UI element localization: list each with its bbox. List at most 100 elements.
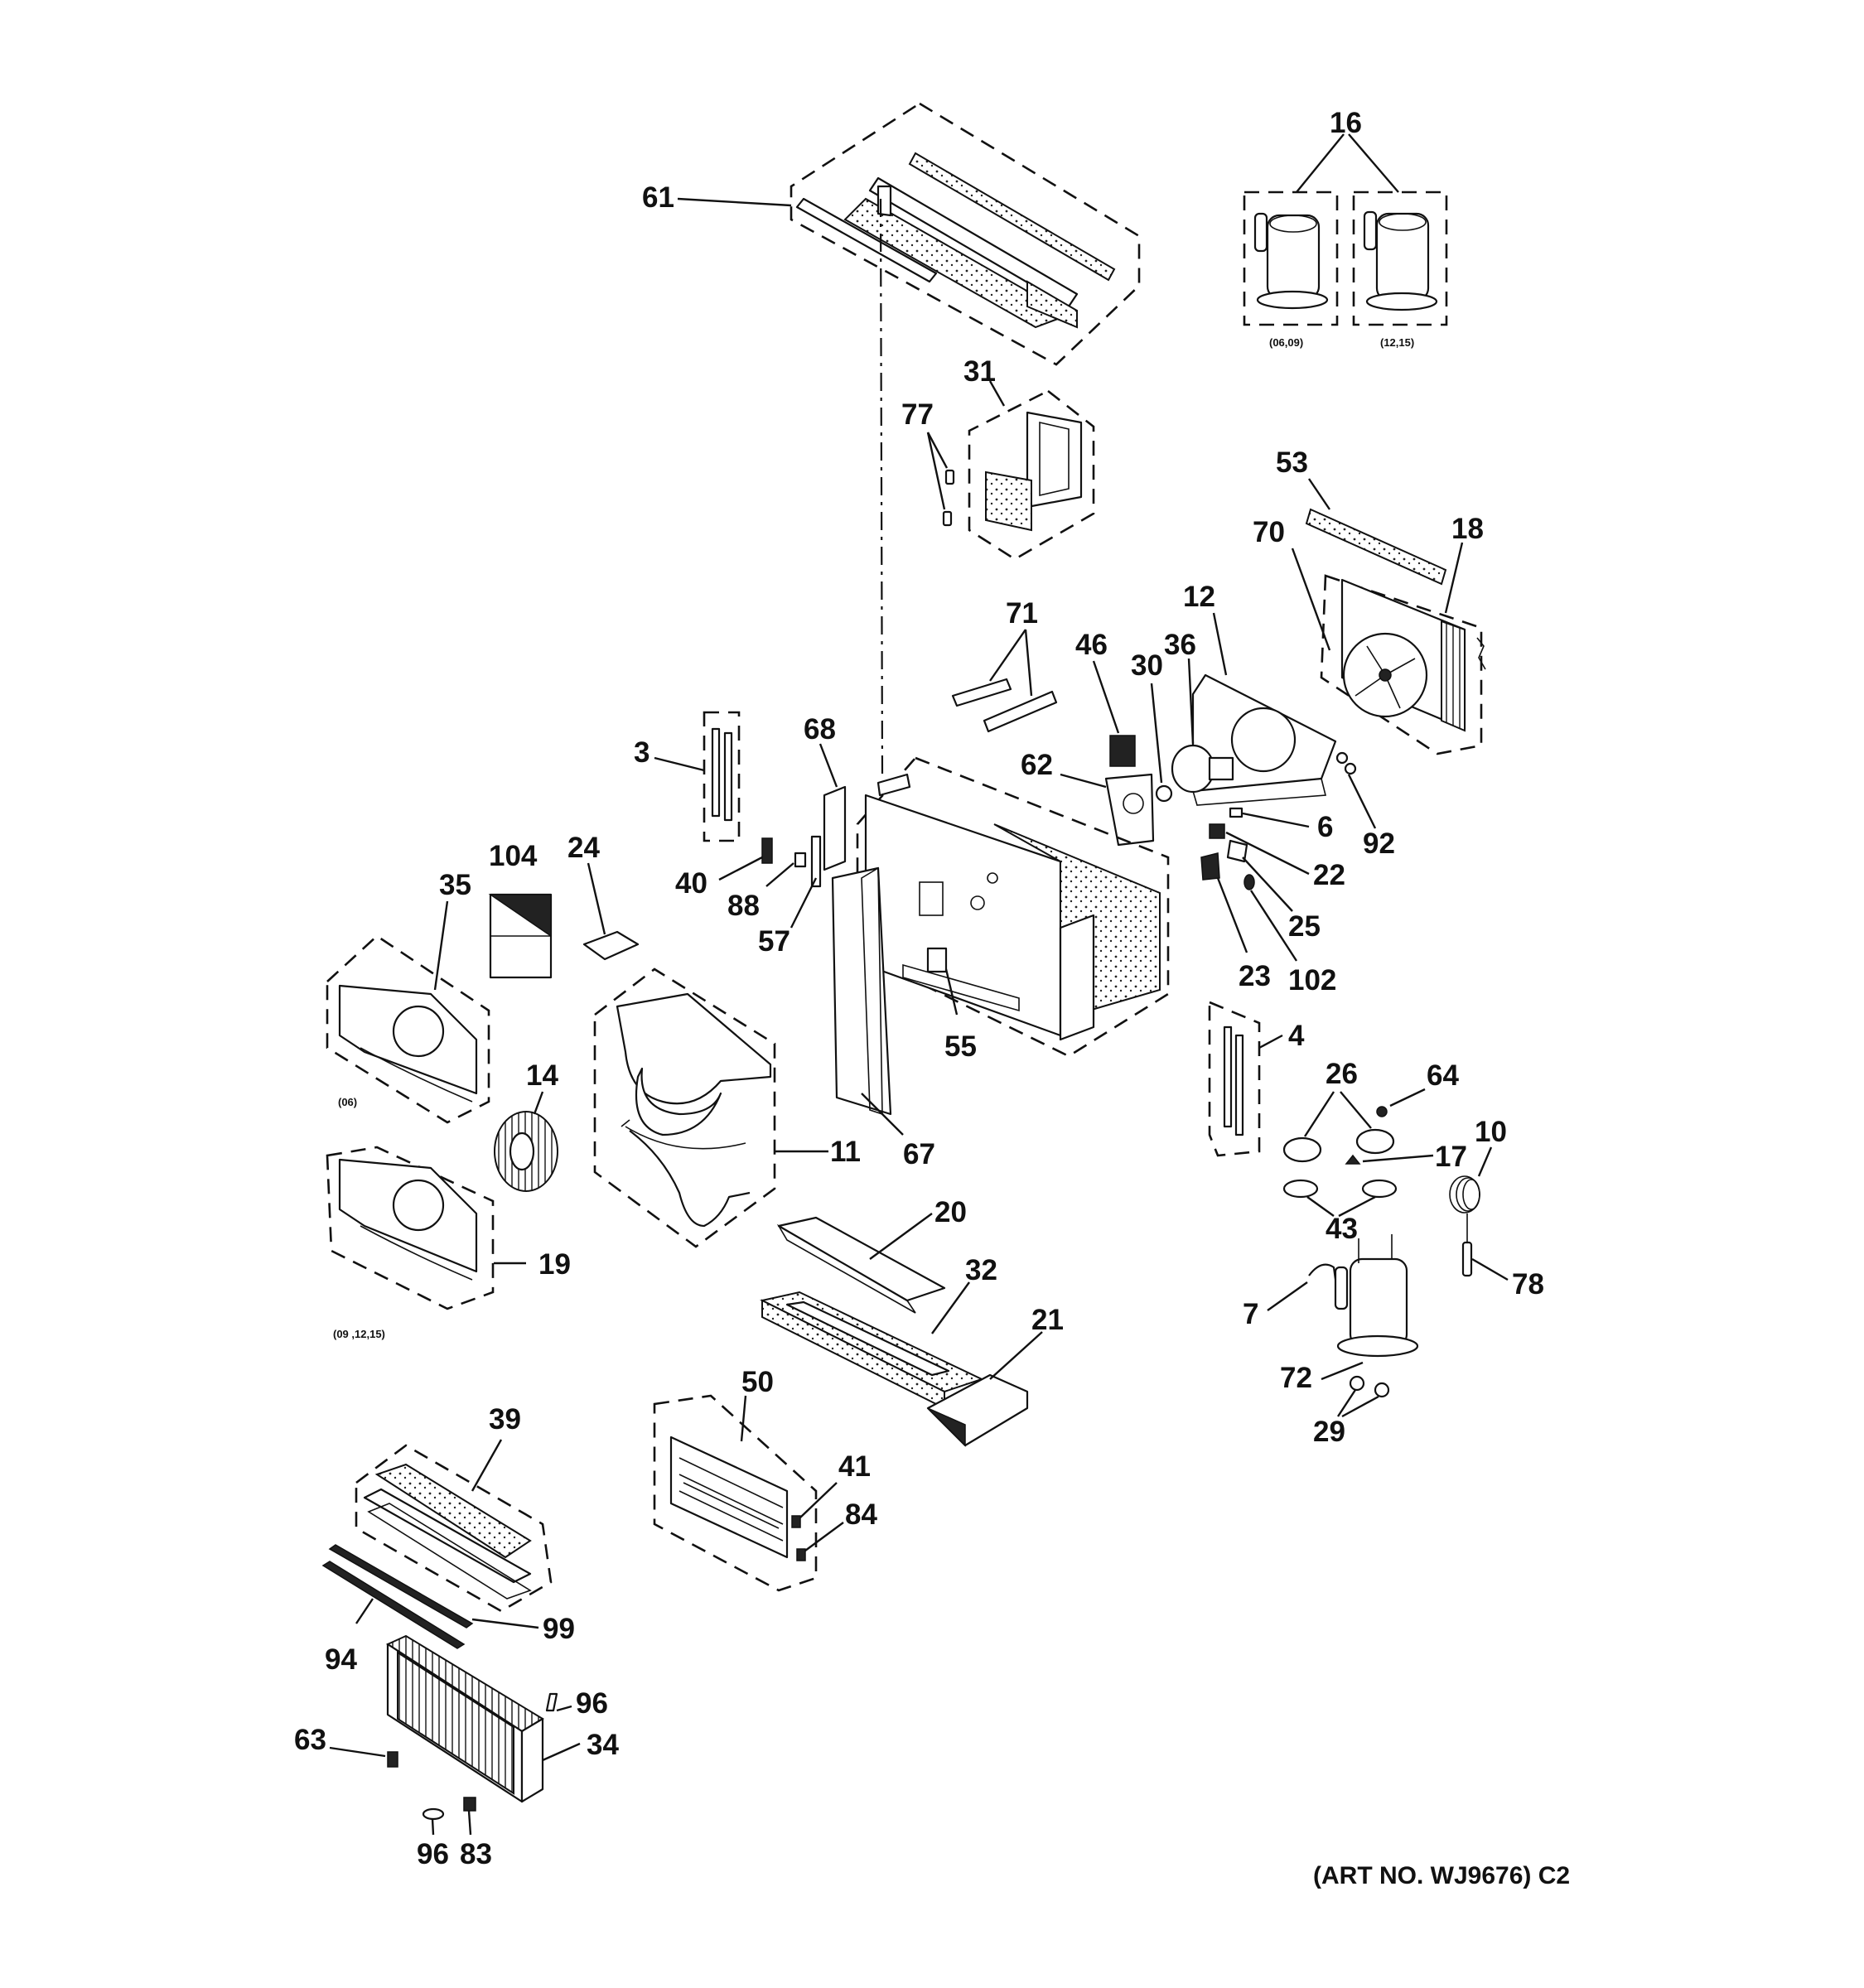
label-62: 62 [1021,749,1053,781]
label-53: 53 [1276,446,1308,479]
part-23-bracket: 23 [1200,852,1271,992]
part-31-group: 31 [963,355,1095,561]
part-64-nut: 64 [1376,1059,1459,1117]
part-6-clip: 6 [1229,807,1333,843]
label-64: 64 [1427,1059,1459,1092]
part-96-sensor-top: 96 [545,1687,608,1720]
part-71-brackets: 71 [951,597,1058,733]
label-30: 30 [1131,649,1163,682]
part-46-panel: 46 [1075,629,1136,767]
part-83-clip: 83 [460,1797,492,1870]
label-102: 102 [1288,964,1336,996]
label-46: 46 [1075,629,1108,661]
part-88-clip: 88 [727,852,807,922]
art-number: (ART NO. WJ9676) C2 [1313,1862,1570,1889]
label-16: 16 [1330,107,1362,139]
part-67-side-panel: 67 [831,866,935,1170]
label-61: 61 [642,181,674,214]
label-70: 70 [1253,516,1285,548]
label-3: 3 [634,736,650,769]
label-6: 6 [1317,811,1333,843]
label-19: 19 [538,1248,571,1281]
part-4-bracket: 4 [1208,1001,1305,1157]
part-30-washer: 30 [1131,649,1173,803]
part-68-bracket: 68 [804,713,847,871]
part-43-grommets: 43 [1282,1179,1398,1245]
part-84-clip: 84 [796,1498,877,1561]
label-72: 72 [1280,1362,1312,1394]
part-62-bracket: 62 [1021,749,1155,847]
compressor-large-icon [1363,210,1438,311]
part-22-switch: 22 [1209,823,1345,891]
note-scroll-06: (06) [338,1096,357,1108]
label-17: 17 [1435,1141,1467,1173]
label-68: 68 [804,713,836,746]
compressor-small-icon [1253,212,1329,310]
label-63: 63 [294,1724,326,1756]
part-55-box: 55 [926,947,977,1063]
label-21: 21 [1031,1304,1064,1336]
part-34-evaporator-coil: 34 [385,1634,619,1803]
label-99: 99 [543,1613,575,1645]
label-31: 31 [963,355,996,388]
label-43: 43 [1326,1213,1358,1245]
part-20-channel: 20 [776,1196,967,1314]
part-10-capillary-coil: 10 [1449,1116,1507,1214]
part-40-clip: 40 [675,837,773,900]
label-4: 4 [1288,1020,1305,1052]
part-19-scroll-09-15: 19 (09 ,12,15) [326,1146,571,1340]
label-39: 39 [489,1403,521,1436]
label-23: 23 [1239,960,1271,992]
part-35-scroll-06: 35 (06) [326,869,490,1124]
label-10: 10 [1475,1116,1507,1148]
part-26-covers: 26 [1282,1058,1395,1163]
label-18: 18 [1451,513,1484,545]
label-29: 29 [1313,1416,1345,1448]
label-67: 67 [903,1138,935,1170]
label-32: 32 [965,1254,997,1286]
part-16-compressors: 16 (06,09) (12,15) [1243,107,1448,349]
label-96-bottom: 96 [417,1838,449,1870]
part-102-grommet: 102 [1243,874,1336,996]
part-18-condenser-group: 18 70 [1253,513,1486,755]
label-94: 94 [325,1643,357,1676]
part-61-rails [795,152,1116,329]
label-83: 83 [460,1838,492,1870]
part-11-blower-housing: 11 [593,967,861,1248]
label-24: 24 [567,832,600,864]
part-3-bracket: 3 [634,711,741,842]
part-53-bar: 53 [1276,446,1447,586]
note-scroll-09-15: (09 ,12,15) [333,1328,385,1340]
part-61-group: 61 [642,102,1141,366]
label-40: 40 [675,867,707,900]
part-39-grille: 39 [355,1403,553,1613]
part-94-strip: 94 [321,1561,466,1676]
label-78: 78 [1512,1268,1544,1300]
part-21-front-piece: 21 [926,1304,1064,1447]
note-compressor-06-09: (06,09) [1269,336,1303,349]
label-11: 11 [830,1136,861,1168]
label-35: 35 [439,869,471,901]
part-99-strip: 99 [328,1544,575,1645]
label-41: 41 [838,1450,871,1483]
part-78-strainer: 78 [1461,1214,1544,1300]
label-26: 26 [1326,1058,1358,1090]
label-88: 88 [727,890,760,922]
label-104: 104 [489,840,538,872]
label-25: 25 [1288,910,1321,943]
label-77: 77 [901,398,934,431]
label-34: 34 [587,1729,619,1761]
part-25-plate: 25 [1226,839,1321,943]
alignment-line [879,198,884,775]
label-12: 12 [1183,581,1215,613]
part-92-screws: 92 [1335,751,1395,860]
note-compressor-12-15: (12,15) [1380,336,1414,349]
label-36: 36 [1164,629,1196,661]
part-77-clips: 77 [901,398,955,527]
part-50-louver-assembly: 50 [653,1366,818,1592]
part-17-nut: 17 [1345,1141,1467,1173]
part-96-sensor-bottom: 96 [417,1807,449,1870]
part-7-clamp: 7 [1243,1263,1337,1330]
